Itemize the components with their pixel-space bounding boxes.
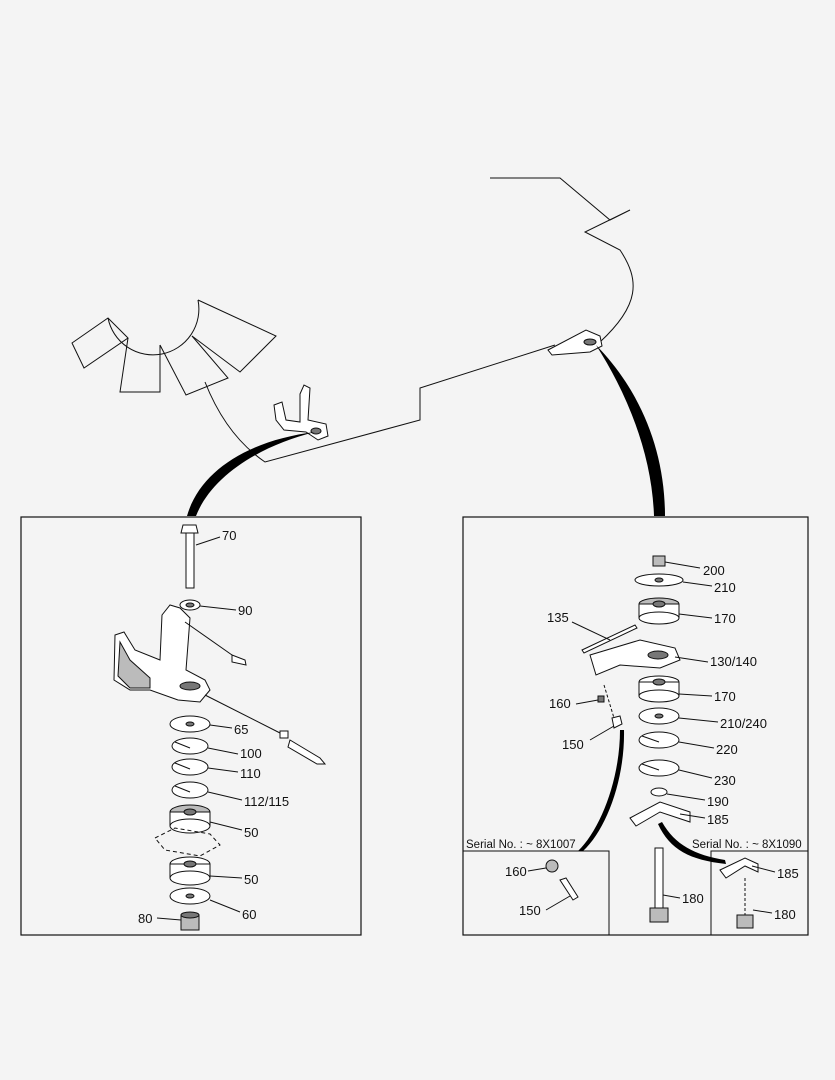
label-50-upper: 50 [244,825,258,840]
machine-outline [71,177,634,463]
left-detail-box [20,516,362,936]
right-detail-box [462,516,809,936]
label-170-upper: 170 [714,611,736,626]
label-220: 220 [716,742,738,757]
label-230: 230 [714,773,736,788]
label-135: 135 [547,610,569,625]
label-160: 160 [549,696,571,711]
label-70: 70 [222,528,236,543]
label-50-lower: 50 [244,872,258,887]
serial-inset-right [710,850,809,936]
label-200: 200 [703,563,725,578]
label-150: 150 [562,737,584,752]
left-assembly [113,524,327,931]
label-185: 185 [707,812,729,827]
right-assembly [571,555,719,923]
label-inset-150: 150 [519,903,541,918]
callout-curve-right-inset [658,822,726,864]
label-100: 100 [240,746,262,761]
label-60: 60 [242,907,256,922]
label-130-140: 130/140 [710,654,757,669]
label-112-115: 112/115 [244,794,289,809]
callout-swoosh-left [187,432,315,516]
label-210: 210 [714,580,736,595]
serial-label-right: Serial No. : ~ 8X1090 [692,839,802,851]
label-inset-185: 185 [777,866,799,881]
serial-inset-left [462,850,610,936]
label-110: 110 [240,766,261,781]
bracket-detail-small [273,384,329,441]
label-65: 65 [234,722,248,737]
callout-swoosh-right [596,345,665,516]
label-inset-180: 180 [774,907,796,922]
serial-label-left: Serial No. : ~ 8X1007 [466,839,576,851]
label-90: 90 [238,603,252,618]
label-180: 180 [682,891,704,906]
label-80: 80 [138,911,152,926]
inset-right-parts [719,857,776,929]
label-170-lower: 170 [714,689,736,704]
callout-curve-left-inset [578,730,625,851]
label-190: 190 [707,794,729,809]
label-210-240: 210/240 [720,716,767,731]
arm-detail-small [547,329,603,356]
inset-left-parts [527,859,579,911]
label-inset-160: 160 [505,864,527,879]
